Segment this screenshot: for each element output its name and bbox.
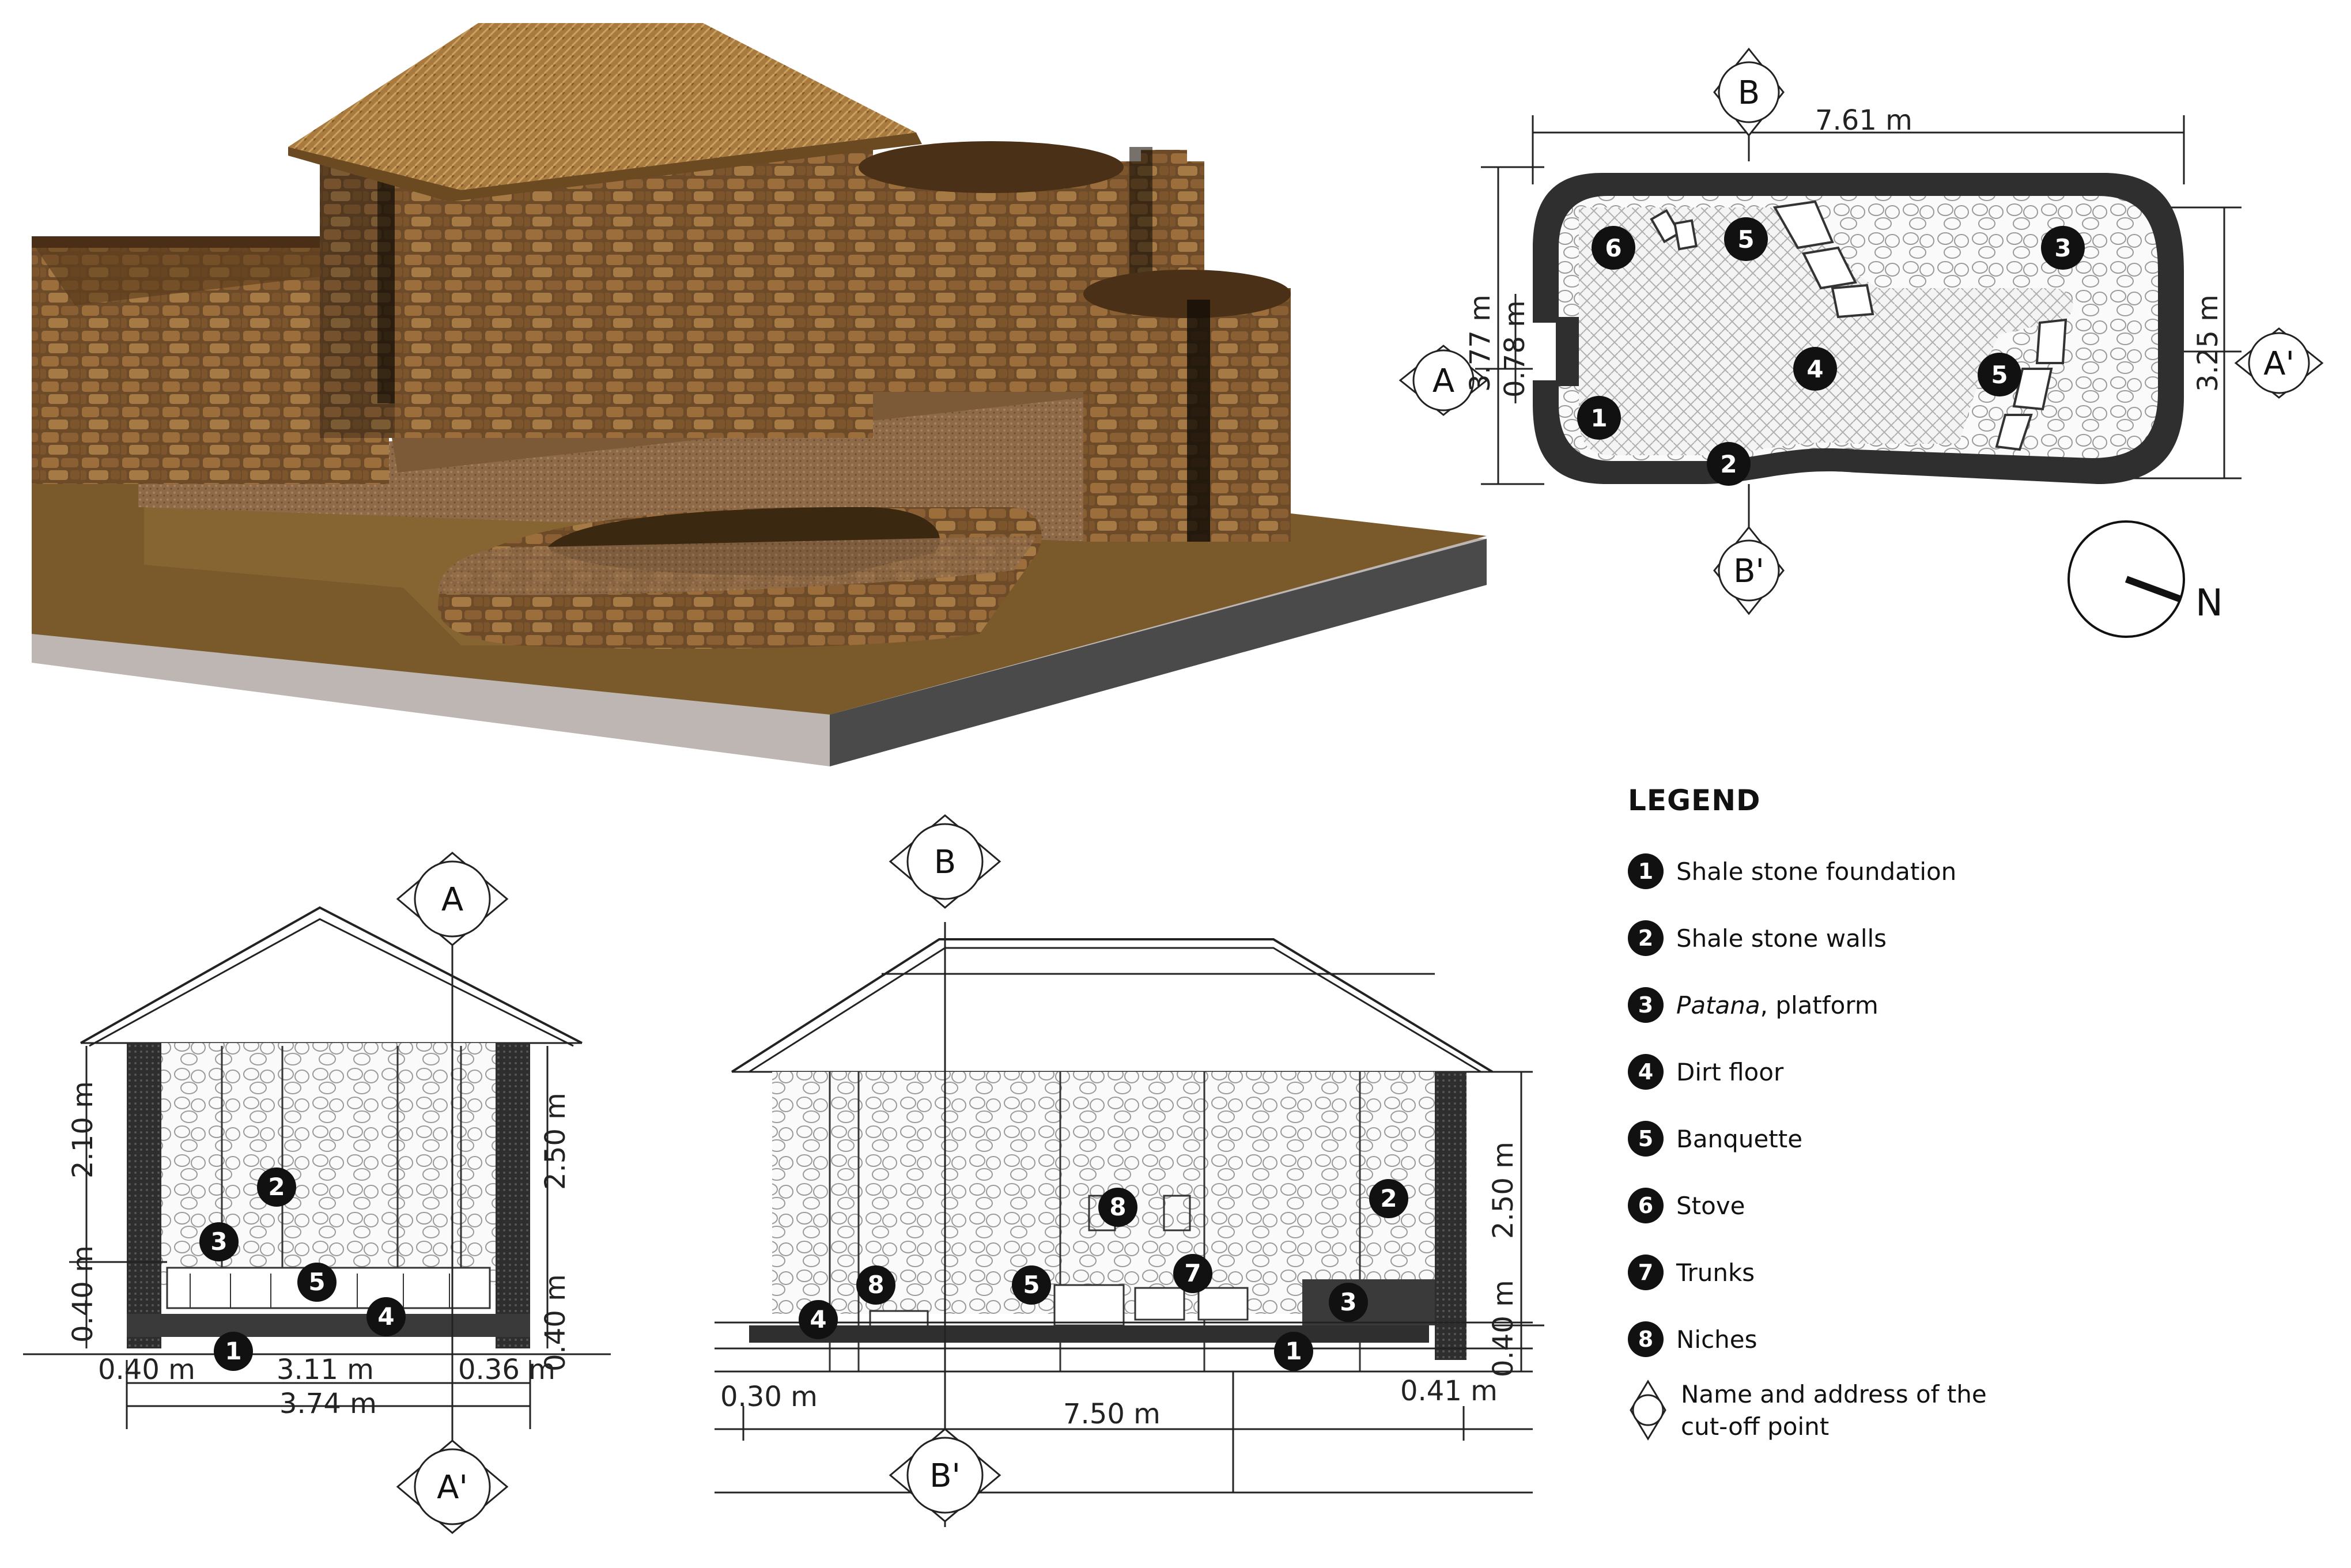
svg-text:B': B': [1733, 553, 1764, 590]
section-b-h-total: 2.50 m: [1487, 1142, 1520, 1239]
main-house-walls: [320, 150, 873, 438]
section-a-foundation: [127, 1314, 530, 1337]
section-b-right-wall: [1435, 1072, 1466, 1360]
section-a-right-wall: [496, 1043, 530, 1348]
svg-text:2: 2: [268, 1173, 285, 1201]
svg-text:N: N: [2195, 582, 2223, 625]
svg-text:A': A': [437, 1469, 468, 1506]
svg-text:1: 1: [1590, 404, 1607, 432]
svg-text:A: A: [441, 881, 463, 919]
section-b-w-left: 0.30 m: [720, 1381, 818, 1413]
section-b-w-right: 0.41 m: [1400, 1375, 1498, 1407]
section-b-foundation: [749, 1325, 1429, 1343]
plan-badges: 6 5 3 4 5 1 2: [1577, 217, 2085, 486]
cutoff-marker-icon: [1630, 1380, 1666, 1441]
legend-item-7: 7 Trunks: [1628, 1239, 2319, 1306]
plan-right-label: 3.25 m: [2192, 294, 2224, 392]
svg-text:5: 5: [1991, 361, 2008, 389]
svg-text:2: 2: [1380, 1184, 1397, 1212]
svg-text:5: 5: [308, 1268, 325, 1296]
legend-item-2: 2 Shale stone walls: [1628, 905, 2319, 972]
legend: LEGEND 1 Shale stone foundation 2 Shale …: [1628, 784, 2319, 1443]
svg-text:A: A: [1432, 362, 1454, 400]
svg-text:8: 8: [1109, 1193, 1126, 1221]
svg-text:3: 3: [1340, 1288, 1356, 1316]
svg-text:4: 4: [810, 1305, 826, 1333]
courtyard-floor: [138, 386, 1268, 542]
legend-title: LEGEND: [1628, 784, 1761, 817]
section-a-w-mid: 3.11 m: [277, 1354, 374, 1386]
svg-text:5: 5: [1023, 1271, 1040, 1299]
north-arrow: N: [2067, 520, 2223, 638]
svg-text:7: 7: [1184, 1259, 1201, 1287]
svg-text:1: 1: [1285, 1337, 1302, 1365]
svg-text:3: 3: [210, 1227, 227, 1256]
section-a-w-total: 3.74 m: [279, 1388, 377, 1420]
svg-text:8: 8: [867, 1271, 884, 1299]
plan-dirt-floor: [1579, 207, 2073, 455]
section-a-h-base-right: 0.40 m: [539, 1274, 572, 1371]
svg-text:4: 4: [377, 1302, 394, 1331]
legend-item-1: 1 Shale stone foundation: [1628, 838, 2319, 905]
section-a-h-base-left: 0.40 m: [67, 1245, 99, 1343]
legend-cutoff-item: Name and address of the cut-off point: [1628, 1378, 2319, 1443]
plan-width-label: 7.61 m: [1815, 104, 1912, 137]
section-b-w-total: 7.50 m: [1063, 1398, 1161, 1430]
section-a-h-wall: 2.10 m: [67, 1081, 99, 1178]
svg-text:6: 6: [1605, 234, 1621, 262]
legend-item-6: 6 Stove: [1628, 1172, 2319, 1239]
svg-text:B: B: [1738, 74, 1760, 112]
section-a-h-total: 2.50 m: [539, 1093, 572, 1190]
svg-text:3: 3: [2054, 234, 2071, 262]
ground-slab-dark: [830, 539, 1487, 766]
plan-left-label: 3.77 m: [1464, 294, 1496, 392]
svg-text:5: 5: [1737, 225, 1754, 254]
svg-text:B': B': [929, 1457, 961, 1495]
svg-text:B: B: [934, 844, 956, 881]
svg-text:1: 1: [225, 1337, 241, 1365]
plan-opening-label: 0.78 m: [1499, 300, 1531, 398]
section-b-h-base: 0.40 m: [1487, 1280, 1520, 1377]
legend-item-4: 4 Dirt floor: [1628, 1038, 2319, 1105]
section-a-left-wall: [127, 1043, 161, 1348]
svg-text:A': A': [2263, 345, 2295, 383]
legend-item-5: 5 Banquette: [1628, 1105, 2319, 1172]
section-a-w-left: 0.40 m: [98, 1354, 195, 1386]
section-a-w-right: 0.36 m: [458, 1354, 555, 1386]
svg-text:4: 4: [1806, 355, 1823, 383]
legend-item-3: 3 Patana, platform: [1628, 972, 2319, 1038]
legend-item-8: 8 Niches: [1628, 1306, 2319, 1373]
svg-text:2: 2: [1720, 450, 1737, 478]
thatch-roof: [288, 23, 916, 190]
